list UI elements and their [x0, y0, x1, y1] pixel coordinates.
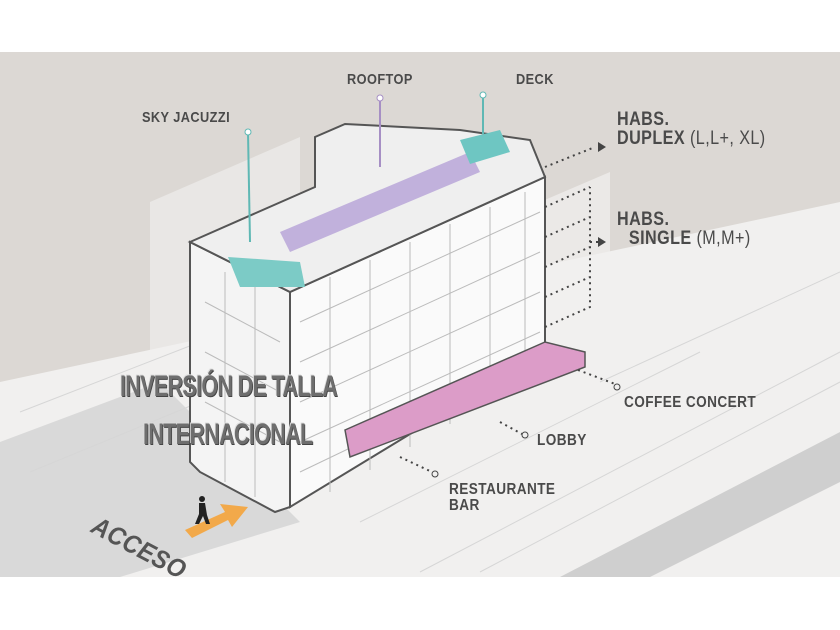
street	[560, 432, 840, 577]
entrance-arrow-icon	[185, 504, 248, 538]
window-grid	[204, 192, 541, 497]
sky-jacuzzi-pool	[228, 257, 305, 287]
street	[0, 382, 300, 577]
duplex-title: HABS.	[617, 109, 670, 130]
single-types: (M,M+)	[696, 228, 751, 249]
duplex-name: DUPLEX	[617, 128, 686, 149]
arrow-icon	[598, 142, 606, 152]
bar-text: BAR	[449, 497, 480, 514]
label-habs-single: HABS. SINGLE (M,M+)	[617, 210, 751, 248]
lobby-restaurant-level	[344, 341, 586, 459]
label-restaurante-bar: RESTAURANTE BAR	[449, 482, 555, 514]
pointer-dot	[613, 383, 621, 391]
city-block-lines	[19, 271, 840, 573]
arrow-icon	[598, 237, 606, 247]
isometric-building-drawing	[0, 52, 840, 577]
single-title: HABS.	[617, 209, 670, 230]
person-icon	[195, 496, 210, 524]
pointer-dot	[244, 128, 252, 136]
deck-pool	[460, 130, 510, 164]
label-coffee-concert: COFFEE CONCERT	[624, 394, 757, 411]
overlay-line-2: INTERNACIONAL	[143, 418, 313, 451]
label-lobby: LOBBY	[537, 432, 587, 449]
building-diagram: SKY JACUZZI ROOFTOP DECK HABS. DUPLEX (L…	[0, 52, 840, 585]
pointer-dot	[431, 470, 439, 478]
label-habs-duplex: HABS. DUPLEX (L,L+, XL)	[617, 110, 766, 148]
overlay-line-1: INVERSIÓN DE TALLA	[120, 370, 338, 403]
dotted-leaders	[399, 146, 616, 473]
pointer-dot	[376, 94, 384, 102]
rooftop-area	[280, 152, 480, 252]
single-name: SINGLE	[628, 228, 692, 249]
pointer-dot	[521, 431, 529, 439]
restaurante-text: RESTAURANTE	[449, 481, 556, 498]
duplex-types: (L,L+, XL)	[689, 128, 766, 149]
pointer-dot	[479, 91, 487, 99]
label-sky-jacuzzi: SKY JACUZZI	[142, 109, 231, 126]
label-rooftop: ROOFTOP	[347, 71, 413, 88]
label-deck: DECK	[516, 71, 554, 88]
sky-jacuzzi-pointer	[247, 131, 251, 243]
